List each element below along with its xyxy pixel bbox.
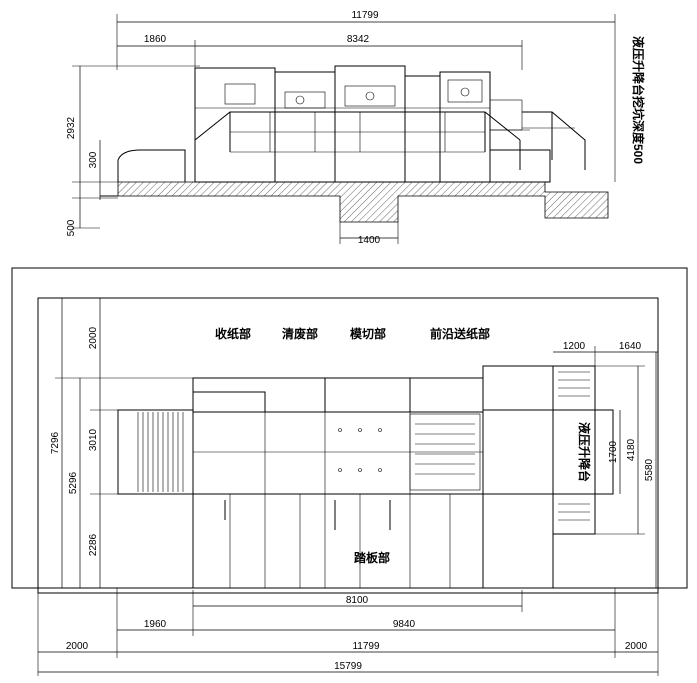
label-delivery-section: 收纸部	[215, 326, 251, 341]
dim-plan-right-a: 1200	[563, 341, 586, 352]
dim-plan-right-total: 5580	[644, 458, 655, 481]
dim-side-pit-depth: 300	[88, 151, 99, 168]
dim-side-pit-width: 1400	[358, 235, 381, 246]
dim-plan-pedal-width: 8100	[346, 595, 369, 606]
plan-view: 收纸部 清废部 模切部 前沿送纸部 7296 5296 2000 3010 22…	[11, 267, 688, 676]
dim-plan-right-height: 4180	[626, 438, 637, 461]
label-diecut-section: 模切部	[350, 326, 386, 341]
dim-plan-lift-height: 1700	[608, 440, 619, 463]
dim-plan-right-b: 1640	[619, 341, 642, 352]
dim-side-height: 2932	[66, 116, 77, 139]
dim-plan-machine-width: 11799	[352, 641, 380, 652]
dim-plan-upper-depth: 3010	[88, 428, 99, 451]
side-view: 11799 1860 8342 2932 300 500 液压升降台挖坑深度50…	[66, 10, 646, 246]
note-lift-pit-depth: 液压升降台挖坑深度500	[631, 36, 646, 164]
lift-area	[482, 365, 614, 589]
dim-plan-margin-right: 2000	[625, 641, 648, 652]
ground-foundation	[117, 181, 609, 223]
dim-plan-machine-height: 5296	[68, 471, 79, 494]
machine-plan-footprint	[117, 377, 484, 589]
dim-side-main-section: 8342	[347, 34, 370, 45]
dim-plan-lower-depth: 2286	[88, 533, 99, 556]
dim-plan-left-offset: 1960	[144, 619, 167, 630]
dim-side-total-width: 11799	[351, 10, 379, 21]
dim-plan-total-height: 7296	[50, 431, 61, 454]
label-pedal-section: 踏板部	[354, 550, 390, 565]
dim-plan-top-margin: 2000	[88, 326, 99, 349]
dim-side-left-section: 1860	[144, 34, 167, 45]
label-hydraulic-lift: 液压升降台	[577, 422, 592, 482]
label-feeder-section: 前沿送纸部	[430, 326, 490, 341]
machine-side-silhouette	[117, 65, 586, 183]
label-stripping-section: 清废部	[282, 326, 318, 341]
dim-side-floor-offset: 500	[66, 219, 77, 236]
dim-plan-margin-left: 2000	[66, 641, 89, 652]
dim-plan-overall-width: 15799	[334, 661, 362, 672]
dim-plan-right-run: 9840	[393, 619, 416, 630]
